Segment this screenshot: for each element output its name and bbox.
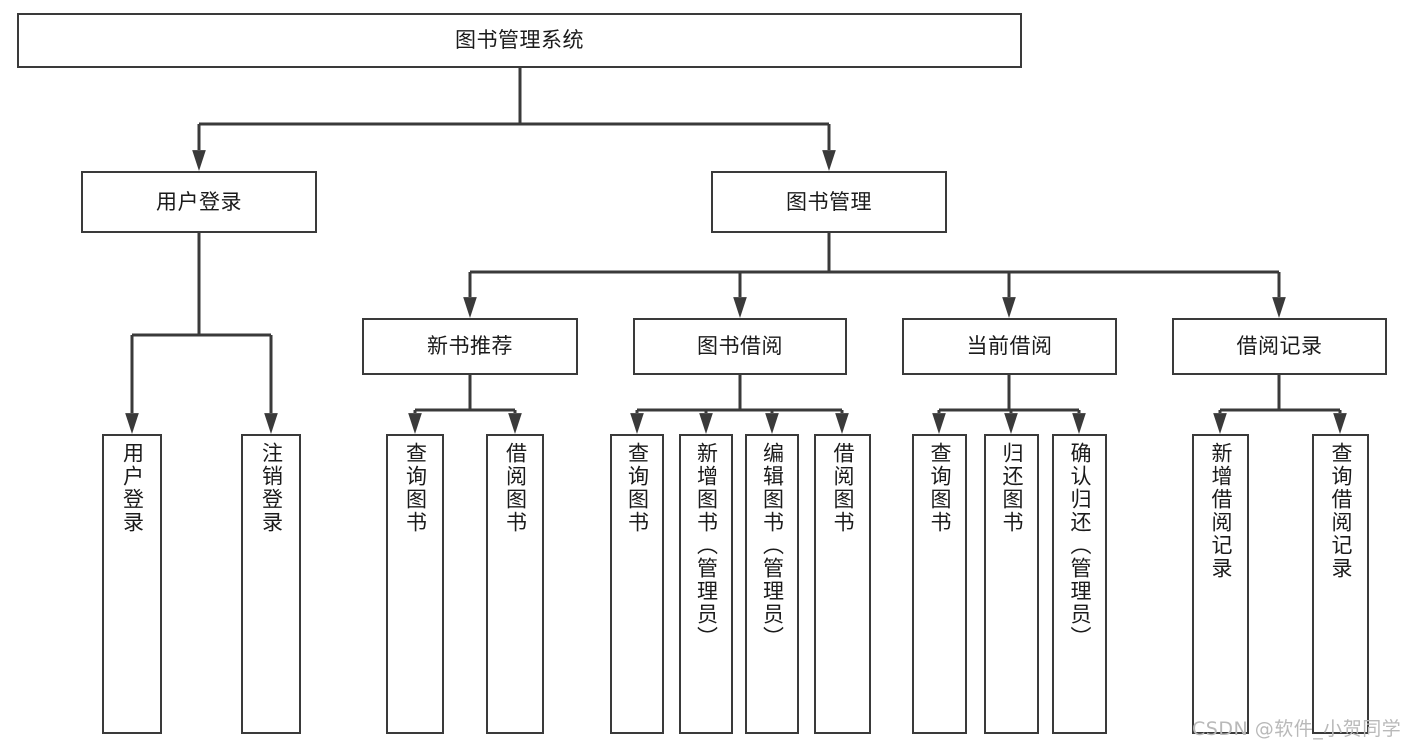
node-leaf-add-record[interactable]: 新增借阅记录 bbox=[1192, 434, 1249, 734]
node-leaf-add-book[interactable]: 新增图书（管理员） bbox=[679, 434, 733, 734]
node-borrow-record[interactable]: 借阅记录 bbox=[1172, 318, 1387, 375]
node-label: 新书推荐 bbox=[427, 334, 513, 359]
node-label: 借阅记录 bbox=[1236, 334, 1323, 359]
node-label: 图书借阅 bbox=[697, 334, 783, 359]
node-leaf-query-book-borrow[interactable]: 查询图书 bbox=[610, 434, 664, 734]
node-leaf-user-logout[interactable]: 注销登录 bbox=[241, 434, 301, 734]
node-label: 查询图书 bbox=[625, 442, 650, 534]
node-user-login[interactable]: 用户登录 bbox=[81, 171, 317, 233]
node-book-manage[interactable]: 图书管理 bbox=[711, 171, 947, 233]
node-label: 借阅图书 bbox=[831, 442, 855, 534]
node-new-book-recommend[interactable]: 新书推荐 bbox=[362, 318, 578, 375]
node-label: 用户登录 bbox=[156, 189, 242, 214]
node-leaf-query-book-cur[interactable]: 查询图书 bbox=[912, 434, 967, 734]
node-label: 查询图书 bbox=[403, 442, 428, 534]
node-label: 查询图书 bbox=[928, 442, 952, 534]
node-leaf-borrow-book-rec[interactable]: 借阅图书 bbox=[486, 434, 544, 734]
node-root-图书管理系统[interactable]: 图书管理系统 bbox=[17, 13, 1022, 68]
node-label: 借阅图书 bbox=[503, 442, 528, 534]
node-leaf-user-login[interactable]: 用户登录 bbox=[102, 434, 162, 734]
csdn-watermark: CSDN @软件_小贺同学 bbox=[1192, 718, 1402, 740]
node-leaf-query-book-rec[interactable]: 查询图书 bbox=[386, 434, 444, 734]
node-label: 查询借阅记录 bbox=[1329, 442, 1353, 580]
node-label: 新增图书（管理员） bbox=[694, 442, 719, 649]
node-leaf-edit-book[interactable]: 编辑图书（管理员） bbox=[745, 434, 799, 734]
node-book-borrow[interactable]: 图书借阅 bbox=[633, 318, 847, 375]
node-label: 图书管理系统 bbox=[455, 28, 584, 53]
node-label: 图书管理 bbox=[786, 189, 872, 214]
node-leaf-query-record[interactable]: 查询借阅记录 bbox=[1312, 434, 1369, 734]
node-label: 注销登录 bbox=[259, 442, 284, 534]
node-leaf-borrow-book[interactable]: 借阅图书 bbox=[814, 434, 871, 734]
node-label: 新增借阅记录 bbox=[1209, 442, 1233, 580]
node-label: 当前借阅 bbox=[966, 334, 1053, 359]
node-leaf-confirm-return[interactable]: 确认归还（管理员） bbox=[1052, 434, 1107, 734]
node-current-borrow[interactable]: 当前借阅 bbox=[902, 318, 1117, 375]
node-label: 归还图书 bbox=[1000, 442, 1024, 534]
node-leaf-return-book[interactable]: 归还图书 bbox=[984, 434, 1039, 734]
node-label: 编辑图书（管理员） bbox=[760, 442, 785, 649]
node-label: 用户登录 bbox=[120, 442, 145, 534]
node-label: 确认归还（管理员） bbox=[1068, 442, 1092, 649]
